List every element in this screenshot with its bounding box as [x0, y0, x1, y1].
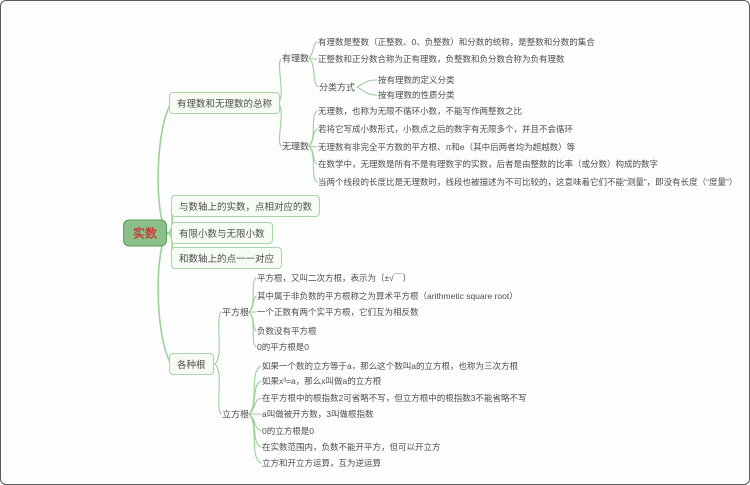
branch-various-roots[interactable]: 各种根 [169, 353, 214, 375]
note-sqrt-arithmetic[interactable]: 其中属于非负数的平方根称之为算术平方根（arithmetic square ro… [257, 291, 518, 301]
label-irrational-numbers[interactable]: 无理数 [282, 141, 310, 152]
note-cbrt-zero[interactable]: 0的立方根是0 [262, 426, 314, 436]
note-cbrt-definition[interactable]: 如果一个数的立方等于a，那么这个数叫a的立方根，也称为三次方根 [262, 361, 518, 371]
branch-axis-point-correspondence[interactable]: 和数轴上的点一一对应 [171, 247, 283, 269]
note-classify-by-definition[interactable]: 按有理数的定义分类 [378, 75, 455, 85]
note-cbrt-inverse[interactable]: 立方和开立方运算，互为逆运算 [262, 458, 382, 468]
note-cbrt-radicand[interactable]: a叫做被开方数，3叫做根指数 [262, 409, 374, 419]
note-irrational-definition[interactable]: 无理数，也称为无限不循环小数，不能写作两整数之比 [318, 106, 523, 116]
note-sqrt-negative[interactable]: 负数没有平方根 [257, 326, 317, 336]
branch-axis-real-correspondence[interactable]: 与数轴上的实数，点相对应的数 [171, 195, 321, 217]
note-irrational-segments[interactable]: 当两个线段的长度比是无理数时，线段也被描述为不可比较的，这意味着它们不能“测量”… [318, 177, 738, 187]
note-sqrt-two-roots[interactable]: 一个正数有两个实平方根，它们互为相反数 [257, 307, 419, 317]
label-cube-root[interactable]: 立方根 [222, 409, 250, 420]
note-irrational-decimal-form[interactable]: 若将它写成小数形式，小数点之后的数字有无限多个，并且不会循环 [318, 124, 574, 134]
root-node-real-numbers[interactable]: 实数 [123, 219, 168, 247]
label-rational-numbers[interactable]: 有理数 [282, 53, 310, 64]
branch-rational-irrational-summary[interactable]: 有理数和无理数的总称 [169, 92, 281, 114]
note-cbrt-index[interactable]: 在平方根中的根指数2可省略不写，但立方根中的根指数3不能省略不写 [262, 393, 527, 403]
label-square-root[interactable]: 平方根 [222, 307, 250, 318]
branch-finite-infinite-decimals[interactable]: 有限小数与无限小数 [171, 222, 273, 244]
note-irrational-in-math[interactable]: 在数学中，无理数是所有不是有理数字的实数，后者是由整数的比率（或分数）构成的数字 [318, 159, 659, 169]
note-sqrt-zero[interactable]: 0的平方根是0 [257, 342, 309, 352]
note-irrational-examples[interactable]: 无理数有非完全平方数的平方根、π和e（其中后两者均为超越数）等 [318, 142, 576, 152]
note-classify-by-property[interactable]: 按有理数的性质分类 [378, 90, 455, 100]
note-cbrt-negative[interactable]: 在实数范围内，负数不能开平方，但可以开立方 [262, 442, 441, 452]
note-cbrt-equation[interactable]: 如果x³=a，那么x叫做a的立方根 [262, 376, 382, 386]
note-rational-positive-negative[interactable]: 正整数和正分数合称为正有理数，负整数和负分数合称为负有理数 [318, 54, 565, 64]
note-rational-definition[interactable]: 有理数是整数（正整数、0、负整数）和分数的统称，是整数和分数的集合 [318, 37, 595, 47]
note-sqrt-definition[interactable]: 平方根，又叫二次方根，表示为〔±√￣〕 [257, 273, 411, 283]
label-classification-methods[interactable]: 分类方式 [319, 82, 356, 93]
